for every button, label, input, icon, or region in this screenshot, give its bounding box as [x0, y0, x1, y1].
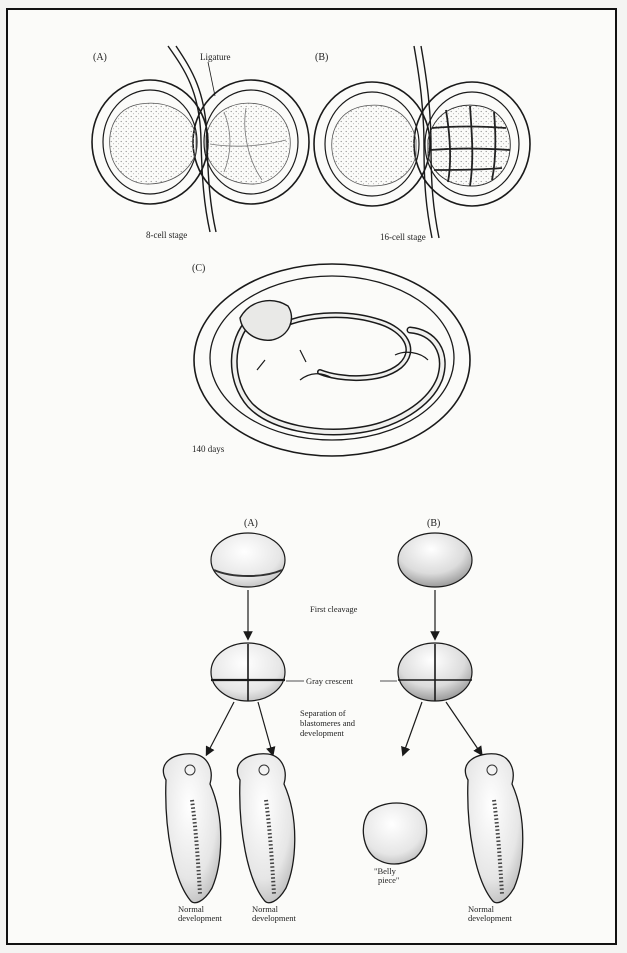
- b-16-cell-half: [428, 105, 510, 186]
- first-cleavage-label: First cleavage: [310, 604, 358, 614]
- separation-label: Separation of blastomeres and developmen…: [300, 708, 357, 738]
- embryo-normal-2: [237, 754, 294, 903]
- outcome-label-belly-piece: "Belly piece": [374, 866, 399, 885]
- c-caption-140-days: 140 days: [192, 444, 225, 454]
- embryo-normal-3: [465, 754, 522, 903]
- col-b-label: (B): [427, 518, 440, 529]
- stage-label-16-cell: 16-cell stage: [380, 232, 426, 242]
- outcome-label-2: Normal development: [252, 904, 297, 923]
- ligature-label: Ligature: [200, 52, 231, 62]
- larva-head: [240, 301, 291, 341]
- embryo-normal-1: [163, 754, 220, 903]
- right-half-embryo: [206, 103, 290, 184]
- separation-label-line-3: development: [300, 728, 345, 738]
- c-inner-membrane: [210, 276, 454, 440]
- arrow-b-left: [404, 702, 422, 752]
- outcome-label-4: Normal development: [468, 904, 513, 923]
- left-half-embryo: [110, 103, 196, 184]
- arrow-b-right: [446, 702, 480, 752]
- panel-a-ligated-egg: (A) Ligature 8-cell stage: [92, 46, 309, 240]
- stage-label-8-cell: 8-cell stage: [146, 230, 187, 240]
- panel-c-twin-larvae: (C) 140 days: [192, 263, 470, 456]
- split-egg-experiment: (A) (B) First cleavage Gray crescent: [163, 518, 522, 923]
- ligature-leader-line: [208, 62, 215, 96]
- egg-b-uncleaved: [398, 533, 472, 587]
- embryo-belly-piece: [363, 803, 426, 864]
- egg-a-uncleaved: [211, 533, 285, 587]
- panel-b-label: (B): [315, 52, 328, 63]
- col-a-label: (A): [244, 518, 258, 529]
- gray-crescent-label: Gray crescent: [306, 676, 354, 686]
- arrow-a-left: [208, 702, 234, 752]
- panel-c-label: (C): [192, 263, 205, 274]
- separation-label-line-2: blastomeres and: [300, 718, 356, 728]
- separation-label-line-1: Separation of: [300, 708, 346, 718]
- outcome-label-1: Normal development: [178, 904, 223, 923]
- arrow-a-right: [258, 702, 272, 752]
- panel-a-label: (A): [93, 52, 107, 63]
- panel-b-ligated-egg: (B) 16-cell stage: [314, 46, 530, 242]
- b-uncleaved-half: [332, 105, 416, 186]
